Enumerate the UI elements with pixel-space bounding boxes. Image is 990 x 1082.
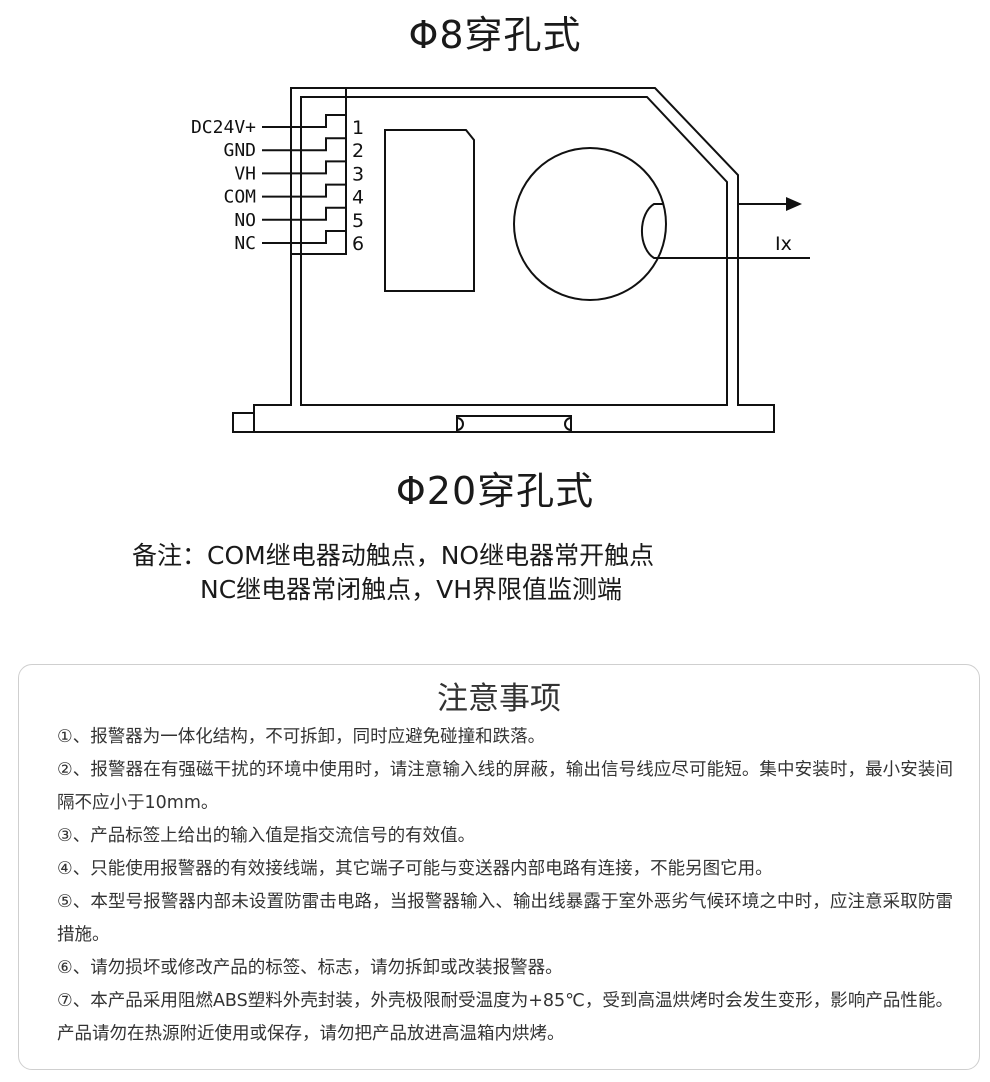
notice-item: ⑦、本产品采用阻燃ABS塑料外壳封装，外壳极限耐受温度为+85℃，受到高温烘烤时… xyxy=(57,991,953,1044)
label-plate xyxy=(384,129,475,292)
notice-panel: 注意事项 ①、报警器为一体化结构，不可拆卸，同时应避免碰撞和跌落。 ②、报警器在有… xyxy=(18,664,980,1070)
pin-terminal xyxy=(291,137,346,152)
remark-line-2: NC继电器常闭触点，VH界限值监测端 xyxy=(200,575,623,604)
notice-list: ①、报警器为一体化结构，不可拆卸，同时应避免碰撞和跌落。 ②、报警器在有强磁干扰的… xyxy=(57,721,953,1051)
pin-number: 5 xyxy=(352,210,364,232)
housing-outer xyxy=(253,87,775,433)
title-phi8: Φ8穿孔式 xyxy=(408,13,582,57)
pin-label: COM xyxy=(223,187,256,208)
notice-item: ①、报警器为一体化结构，不可拆卸，同时应避免碰撞和跌落。 xyxy=(57,727,546,747)
pin-label: NC xyxy=(234,233,256,254)
pin-terminal xyxy=(291,183,346,198)
housing-inner xyxy=(300,96,728,406)
pin-label: VH xyxy=(234,163,256,184)
notice-item: ⑥、请勿损坏或修改产品的标签、标志，请勿拆卸或改装报警器。 xyxy=(57,958,563,978)
sensing-hole xyxy=(513,147,667,301)
pin-number: 2 xyxy=(352,140,364,162)
title-phi20: Φ20穿孔式 xyxy=(395,469,595,513)
notice-item: ⑤、本型号报警器内部未设置防雷击电路，当报警器输入、输出线暴露于室外恶劣气候环境… xyxy=(57,892,953,945)
mounting-tab xyxy=(232,412,255,433)
pin-terminal xyxy=(291,160,346,175)
pin-terminal xyxy=(291,206,346,221)
terminal-block xyxy=(290,87,347,255)
current-label-ix: Ix xyxy=(775,233,792,255)
notice-item: ④、只能使用报警器的有效接线端，其它端子可能与变送器内部电路有连接，不能另图它用… xyxy=(57,859,773,879)
pin-number: 6 xyxy=(352,233,364,255)
notice-item: ③、产品标签上给出的输入值是指交流信号的有效值。 xyxy=(57,826,476,846)
pin-terminal xyxy=(291,114,346,128)
pin-number: 3 xyxy=(352,163,364,185)
pin-terminal xyxy=(291,230,346,244)
conductor-loop xyxy=(640,203,810,259)
pin-number: 1 xyxy=(352,117,364,139)
current-arrow-head xyxy=(786,197,802,211)
remark-line-1: 备注：COM继电器动触点，NO继电器常开触点 xyxy=(132,541,655,570)
pin-label: GND xyxy=(223,140,256,161)
notice-title: 注意事项 xyxy=(437,681,561,717)
base-notch xyxy=(456,415,572,432)
pin-number: 4 xyxy=(352,187,364,209)
notice-item: ②、报警器在有强磁干扰的环境中使用时，请注意输入线的屏蔽，输出信号线应尽可能短。… xyxy=(57,760,953,813)
pin-label: DC24V+ xyxy=(191,117,256,138)
pin-label: NO xyxy=(234,210,256,231)
